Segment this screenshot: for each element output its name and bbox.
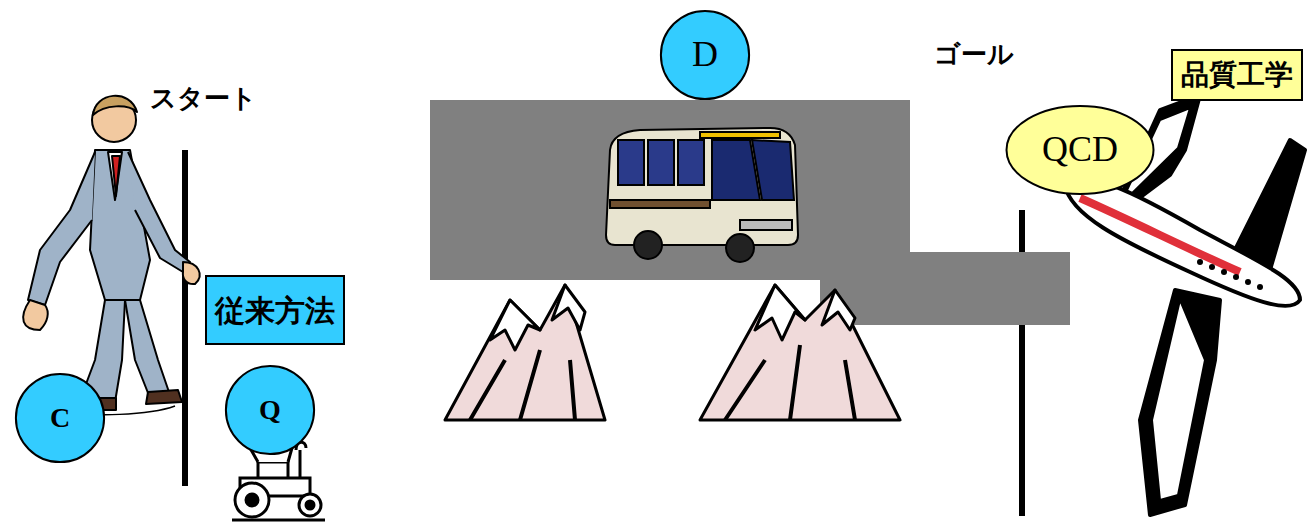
stage-label: スタート [150, 84, 257, 113]
node-text: 従来方法 [215, 294, 335, 327]
start-line [182, 150, 188, 486]
node-text: 品質工学 [1181, 60, 1293, 91]
title-box: 品質工学 [1171, 49, 1303, 101]
stage-label: ゴール [934, 40, 1014, 69]
road-band [430, 100, 1070, 325]
node-text: C [50, 403, 70, 434]
circle-label: Q [225, 365, 315, 455]
goal-ellipse: QCD [1005, 105, 1155, 195]
mountain-icon [445, 285, 900, 420]
circle-label: C [15, 373, 105, 463]
bus-icon [606, 128, 798, 262]
businessman-figure [23, 96, 200, 415]
node-text: D [692, 35, 718, 75]
circle-label: D [660, 10, 750, 100]
node-text: Q [259, 395, 281, 426]
method-box: 従来方法 [205, 275, 345, 345]
node-text: QCD [1042, 130, 1118, 170]
